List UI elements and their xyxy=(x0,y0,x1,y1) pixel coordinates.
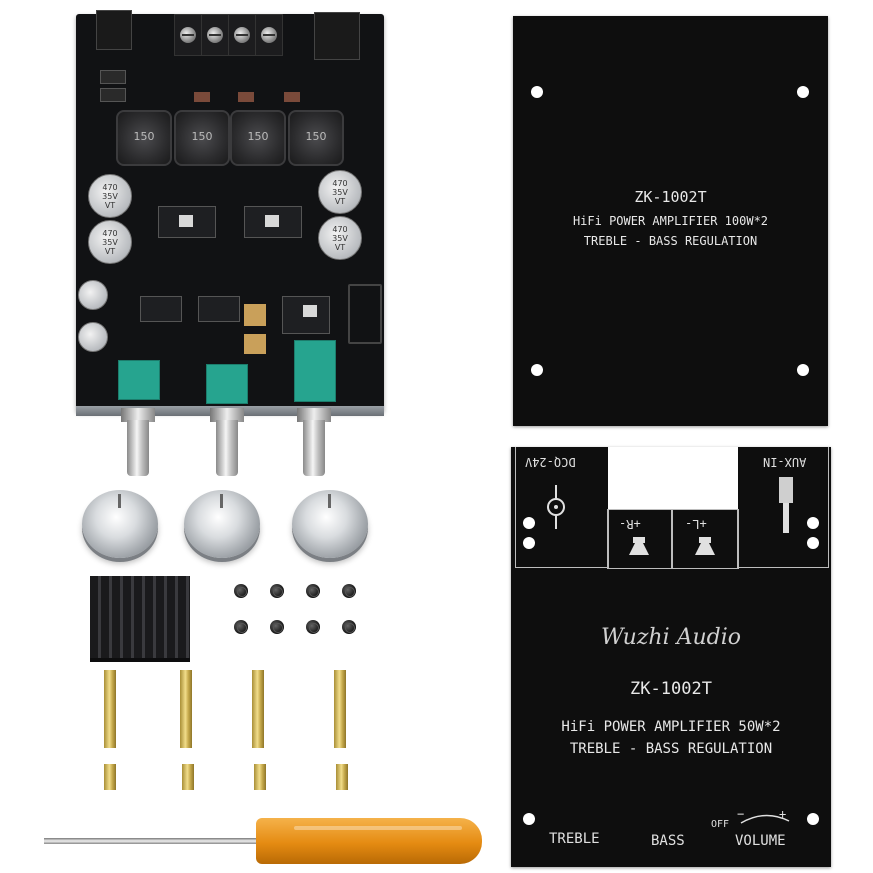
volume-minus-label: − xyxy=(737,807,745,821)
plate-spec-line2: TREBLE - BASS REGULATION xyxy=(569,741,773,757)
electrolytic-capacitor: 470 35V VT xyxy=(318,170,362,214)
top-acrylic-plate: ZK-1002T HiFi POWER AMPLIFIER 100W*2 TRE… xyxy=(513,16,828,426)
inductor: 150 xyxy=(230,110,286,166)
opamp-chip xyxy=(198,296,240,322)
plate-cutout xyxy=(608,447,738,509)
pot-nut xyxy=(210,408,244,422)
mount-hole xyxy=(807,517,819,529)
speaker-icon xyxy=(695,537,715,555)
diode xyxy=(100,70,126,84)
treble-potentiometer xyxy=(118,360,160,400)
brass-standoff xyxy=(104,670,116,748)
screw xyxy=(306,620,320,634)
power-label: DCQ-24V xyxy=(525,455,576,469)
amplifier-chip xyxy=(244,206,302,238)
plate-model: ZK-1002T xyxy=(630,679,712,699)
knob xyxy=(292,490,368,558)
right-channel-label: +R- xyxy=(619,517,641,531)
bass-label: BASS xyxy=(651,833,685,849)
electrolytic-capacitor xyxy=(78,280,108,310)
screw xyxy=(306,584,320,598)
plate-spec-line1: HiFi POWER AMPLIFIER 100W*2 xyxy=(572,214,769,228)
pot-nut xyxy=(121,408,155,422)
mount-hole xyxy=(797,364,809,376)
volume-plus-label: + xyxy=(779,807,787,821)
speaker-terminal xyxy=(228,14,256,56)
dsp-chip xyxy=(282,296,330,334)
inductor: 150 xyxy=(116,110,172,166)
amplifier-chip xyxy=(158,206,216,238)
electrolytic-capacitor xyxy=(78,322,108,352)
electrolytic-capacitor: 470 35V VT xyxy=(88,220,132,264)
brass-standoff xyxy=(180,670,192,748)
left-channel-label: +L- xyxy=(685,517,707,531)
screw xyxy=(270,620,284,634)
mount-hole xyxy=(807,813,819,825)
pot-shaft xyxy=(127,420,149,476)
bluetooth-antenna xyxy=(348,284,382,344)
mount-hole xyxy=(523,813,535,825)
audio-jack-icon xyxy=(779,477,793,533)
plate-spec-line1: HiFi POWER AMPLIFIER 50W*2 xyxy=(561,719,781,735)
knob xyxy=(82,490,158,558)
pot-nut xyxy=(297,408,331,422)
knob xyxy=(184,490,260,558)
screwdriver-shaft xyxy=(44,838,262,844)
brand-logo: Wuzhi Audio xyxy=(600,625,742,650)
aux-audio-jack xyxy=(314,12,360,60)
speaker-icon xyxy=(629,537,649,555)
smd-component xyxy=(244,304,266,326)
brass-standoff-short xyxy=(254,764,266,790)
brass-standoff xyxy=(334,670,346,748)
screw xyxy=(270,584,284,598)
inductor: 150 xyxy=(174,110,230,166)
mount-hole xyxy=(531,86,543,98)
mount-hole xyxy=(523,537,535,549)
pot-shaft xyxy=(303,420,325,476)
screwdriver-handle xyxy=(256,818,482,864)
speaker-terminal xyxy=(201,14,229,56)
plate-model: ZK-1002T xyxy=(634,188,707,206)
electrolytic-capacitor: 470 35V VT xyxy=(318,216,362,260)
inductor: 150 xyxy=(288,110,344,166)
plate-spec-line2: TREBLE - BASS REGULATION xyxy=(583,234,758,248)
screw xyxy=(342,620,356,634)
diode xyxy=(100,88,126,102)
bass-potentiometer xyxy=(206,364,248,404)
mount-hole xyxy=(797,86,809,98)
brass-standoff xyxy=(252,670,264,748)
screw xyxy=(234,620,248,634)
volume-potentiometer xyxy=(294,340,336,402)
brass-standoff-short xyxy=(336,764,348,790)
brass-standoff-short xyxy=(104,764,116,790)
brass-standoff-short xyxy=(182,764,194,790)
mount-hole xyxy=(531,364,543,376)
pot-shaft xyxy=(216,420,238,476)
heatsink xyxy=(90,576,190,662)
speaker-terminal xyxy=(174,14,202,56)
treble-label: TREBLE xyxy=(549,831,600,847)
speaker-terminal xyxy=(255,14,283,56)
volume-label: VOLUME xyxy=(735,833,786,849)
mount-hole xyxy=(523,517,535,529)
screw xyxy=(234,584,248,598)
electrolytic-capacitor: 470 35V VT xyxy=(88,174,132,218)
ceramic-capacitor xyxy=(284,92,300,102)
dc-power-jack xyxy=(96,10,132,50)
ceramic-capacitor xyxy=(194,92,210,102)
aux-label: AUX-IN xyxy=(763,455,807,469)
bottom-acrylic-plate: DCQ-24V AUX-IN +R- +L- Wuzhi Audio ZK-10… xyxy=(511,447,831,867)
screw xyxy=(342,584,356,598)
smd-component xyxy=(244,334,266,354)
right-channel-box xyxy=(607,509,673,569)
volume-arc-icon xyxy=(740,814,790,824)
ceramic-capacitor xyxy=(238,92,254,102)
left-channel-box xyxy=(671,509,739,569)
off-label: OFF xyxy=(711,819,730,830)
opamp-chip xyxy=(140,296,182,322)
mount-hole xyxy=(807,537,819,549)
dc-polarity-icon xyxy=(547,485,565,529)
